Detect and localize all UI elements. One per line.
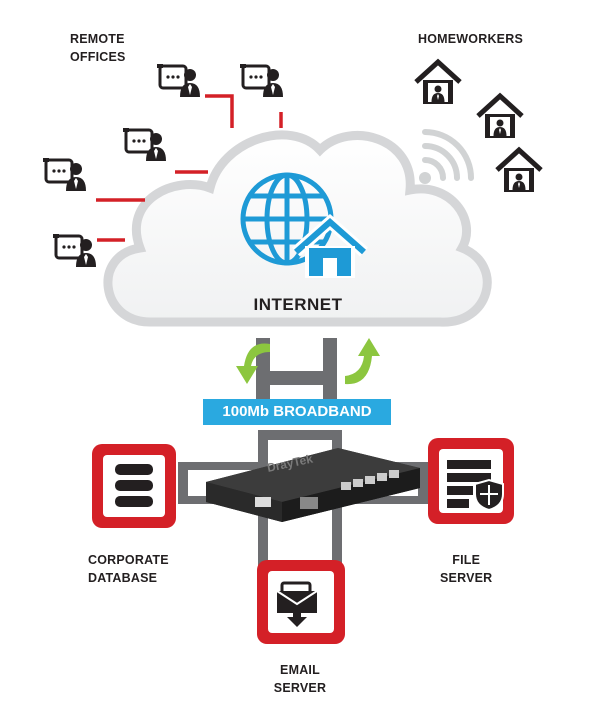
arrow-up-icon — [345, 338, 380, 385]
file-server-label: FILE SERVER — [440, 553, 493, 585]
home-icon — [292, 213, 368, 278]
corporate-database-label: CORPORATE DATABASE — [88, 553, 169, 585]
broadband-badge: 100Mb BROADBAND — [203, 399, 391, 425]
internet-cloud — [103, 130, 492, 327]
file-server-icon — [428, 438, 514, 524]
remote-office-links — [96, 94, 283, 242]
email-server-icon — [257, 560, 345, 644]
email-server-label: EMAIL SERVER — [273, 663, 327, 695]
wifi-icon — [419, 129, 474, 184]
homeworkers-label: HOMEWORKERS — [418, 32, 523, 46]
internet-label: INTERNET — [253, 295, 343, 314]
remote-offices-label: REMOTE OFFICES — [70, 32, 126, 64]
database-icon — [92, 444, 176, 528]
arrow-down-icon — [236, 343, 270, 384]
homeworker-house-icon — [416, 62, 541, 192]
router-icon: DrayTek — [206, 448, 420, 522]
